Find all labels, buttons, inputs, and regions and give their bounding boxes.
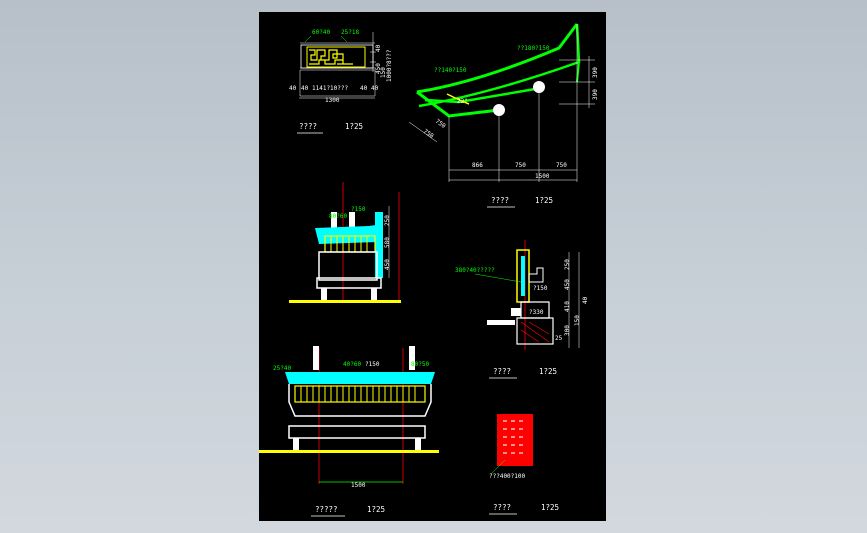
bracket-dim-l2: 750 <box>434 118 447 130</box>
front-dim-total: 1500 <box>351 482 366 489</box>
sample-label: ???400?100 <box>489 473 526 480</box>
front-label-2: 40?60 <box>343 361 361 368</box>
section-dim-2: 450 <box>564 279 571 290</box>
section-label-3: ?330 <box>529 309 544 316</box>
pattern-dim-b3: 40 <box>360 85 368 92</box>
pattern-scale: 1?25 <box>345 122 363 131</box>
section-dim-5: 300 <box>564 325 571 336</box>
bracket-title: ???? <box>491 196 509 205</box>
pattern-dim-r2: 450 <box>375 63 382 74</box>
section-label-1: 380?40????? <box>455 267 495 274</box>
cad-drawing: 60?40 25?18 1141?10??? 40 40 40 40 1300 … <box>259 23 599 517</box>
bracket-label-2: ??140?150 <box>434 67 467 74</box>
pattern-dim-r1: 40 <box>375 44 382 52</box>
front-label-1: 25?40 <box>273 365 291 372</box>
pattern-dim-r3: 150 <box>380 67 387 78</box>
pattern-label-1: 60?40 <box>312 29 330 36</box>
side-label-1: ?150 <box>351 206 366 213</box>
bracket-detail: ??180?150 ??140?150 22° 390 390 750 750 … <box>408 23 599 208</box>
section-detail: 380?40????? ?150 ?330 250 450 410 150 30… <box>455 240 589 379</box>
pattern-dim-total: 1300 <box>325 97 340 104</box>
section-dim-outer: 40 <box>582 296 589 304</box>
front-title: ????? <box>315 505 338 514</box>
section-dim-4: 150 <box>574 315 581 326</box>
pattern-dim-b1: 40 <box>289 85 297 92</box>
section-dim-3: 410 <box>564 301 571 312</box>
pattern-label-2: 25?18 <box>341 29 359 36</box>
bracket-dim-total: 1500 <box>535 173 550 180</box>
pattern-title: ???? <box>299 122 317 131</box>
side-dim-1: 250 <box>384 215 391 226</box>
bracket-dim-r2: 390 <box>592 89 599 100</box>
brick-swatch <box>497 414 533 466</box>
front-scale: 1?25 <box>367 505 385 514</box>
bracket-dim-b1: 866 <box>472 162 483 169</box>
sample-title: ???? <box>493 503 511 512</box>
section-label-2: ?150 <box>533 285 548 292</box>
section-dim-1: 250 <box>564 259 571 270</box>
side-elevation: ?150 80?60 250 580 450 <box>289 182 401 303</box>
bracket-dim-l1: 750 <box>422 128 435 140</box>
pattern-detail: 60?40 25?18 1141?10??? 40 40 40 40 1300 … <box>289 29 393 134</box>
front-elevation: 25?40 40?60 ?150 80?50 1500 ????? 1?25 <box>259 346 439 517</box>
section-title: ???? <box>493 367 511 376</box>
side-dim-2: 580 <box>384 237 391 248</box>
front-label-4: 80?50 <box>411 361 429 368</box>
section-scale: 1?25 <box>539 367 557 376</box>
front-label-3: ?150 <box>365 361 380 368</box>
material-sample: ???400?100 ???? 1?25 <box>489 414 559 515</box>
pattern-dim-b2: 40 <box>301 85 309 92</box>
pattern-vertical-note: 1000?8??? <box>386 49 393 82</box>
bracket-label-1: ??180?150 <box>517 45 550 52</box>
pattern-label-3: 1141?10??? <box>312 85 349 92</box>
side-label-2: 80?60 <box>329 213 347 220</box>
section-dim-6: 25 <box>555 335 563 342</box>
pattern-dim-b4: 40 <box>371 85 379 92</box>
side-dim-3: 450 <box>384 259 391 270</box>
drawing-sheet: 60?40 25?18 1141?10??? 40 40 40 40 1300 … <box>259 12 606 521</box>
bracket-dim-r1: 390 <box>592 67 599 78</box>
sample-scale: 1?25 <box>541 503 559 512</box>
bracket-dim-b3: 750 <box>556 162 567 169</box>
bracket-scale: 1?25 <box>535 196 553 205</box>
bracket-angle: 22° <box>457 98 468 105</box>
bracket-dim-b2: 750 <box>515 162 526 169</box>
